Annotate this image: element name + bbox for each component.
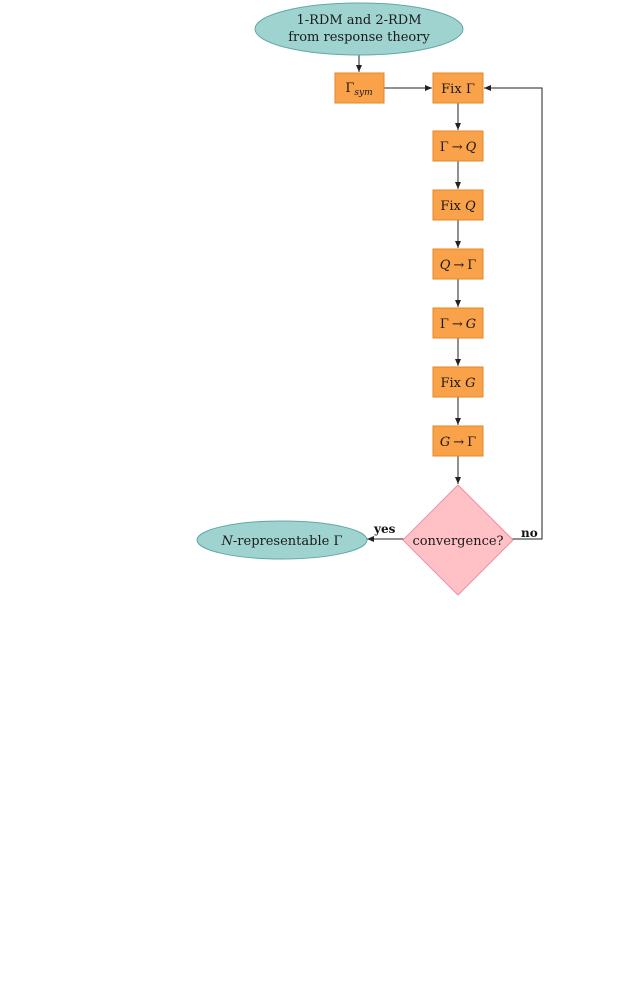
- q-to-gamma-box: [432, 248, 484, 280]
- fix-q-box: [432, 189, 484, 221]
- gamma-to-g-box: [432, 307, 484, 339]
- node-q-to-gamma: Q→Γ: [432, 248, 484, 280]
- node-gamma-sym: Γsym: [334, 72, 385, 104]
- q-to-gamma-label: Q→Γ: [440, 258, 477, 273]
- node-g-to-gamma: G→Γ: [432, 425, 484, 457]
- edge-convergence-no-loop: [484, 85, 543, 540]
- node-fix-gamma: Fix Γ: [432, 72, 484, 104]
- result-label: N-representable Γ: [221, 534, 343, 549]
- edges: [356, 55, 543, 542]
- start-label-line1: 1-RDM and 2-RDM: [296, 13, 421, 28]
- convergence-label: convergence?: [412, 534, 503, 549]
- g-to-gamma-box: [432, 425, 484, 457]
- g-to-gamma-label: G→Γ: [440, 435, 476, 450]
- start-label-line2: from response theory: [288, 30, 430, 45]
- node-gamma-to-g: Γ→G: [432, 307, 484, 339]
- fix-g-box: [432, 366, 484, 398]
- node-convergence: convergence?: [402, 484, 514, 596]
- fix-g-label: Fix G: [440, 376, 475, 391]
- gamma-sym-label: Γsym: [345, 81, 372, 98]
- node-start: 1-RDM and 2-RDM from response theory: [254, 2, 464, 56]
- gamma-to-q-box: [432, 130, 484, 162]
- start-ellipse: [254, 2, 464, 56]
- convergence-diamond: [402, 484, 514, 596]
- node-fix-q: Fix Q: [432, 189, 484, 221]
- edge-label-no: no: [521, 526, 538, 540]
- node-gamma-to-q: Γ→Q: [432, 130, 484, 162]
- node-fix-g: Fix G: [432, 366, 484, 398]
- result-ellipse: [196, 520, 368, 560]
- edge-label-yes: yes: [373, 522, 396, 536]
- gamma-to-q-label: Γ→Q: [440, 140, 477, 155]
- node-result: N-representable Γ: [196, 520, 368, 560]
- fix-gamma-label: Fix Γ: [441, 82, 475, 97]
- fix-gamma-box: [432, 72, 484, 104]
- gamma-to-g-label: Γ→G: [440, 317, 476, 332]
- fix-q-label: Fix Q: [440, 199, 476, 214]
- gamma-sym-box: [334, 72, 385, 104]
